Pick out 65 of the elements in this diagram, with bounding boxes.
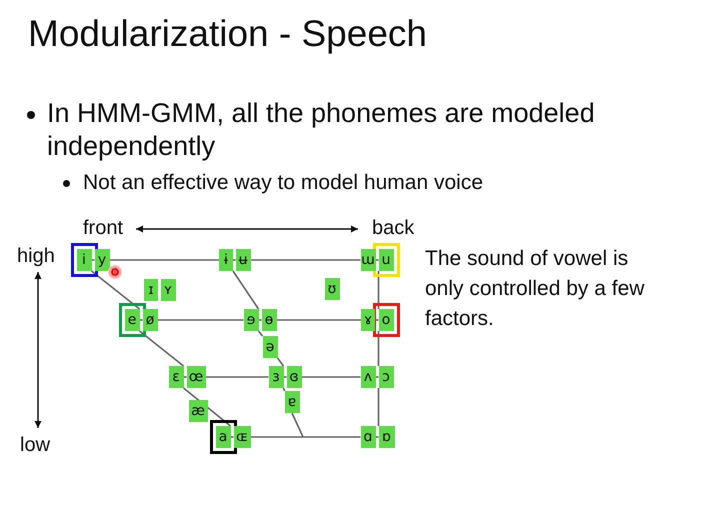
chart-line — [378, 388, 380, 426]
chart-line — [250, 436, 360, 438]
chart-line — [140, 319, 142, 321]
axis-label: high — [17, 244, 55, 268]
bullet-text: In HMM-GMM, all the phonemes are modeled independently — [47, 97, 596, 163]
chart-line — [139, 330, 184, 367]
vowel-tile: i — [76, 249, 92, 271]
chart-line — [376, 376, 378, 378]
chart-line — [206, 376, 268, 378]
chart-line — [276, 358, 284, 366]
vowel-tile: e — [124, 309, 140, 331]
vowel-tile: ʌ — [360, 366, 376, 388]
chart-line — [233, 259, 236, 261]
vowel-tile: y — [94, 249, 110, 271]
vowel-tile: œ — [186, 366, 206, 388]
vowel-tile: ʊ — [324, 278, 340, 300]
axis-label: low — [20, 433, 50, 457]
chart-line — [91, 270, 140, 310]
vowel-tile: æ — [188, 400, 208, 422]
vowel-tile: ʉ — [236, 249, 250, 271]
vowel-tile: ə — [262, 336, 278, 358]
vowel-tile: ɯ — [360, 249, 376, 271]
vowel-tile: ɐ — [284, 391, 300, 413]
chart-line — [250, 259, 360, 261]
vowel-tile: ɵ — [262, 309, 276, 331]
note-text: The sound of vowel is only controlled by a few factors. — [425, 246, 646, 332]
vowel-tile: u — [378, 249, 394, 271]
chart-line — [276, 319, 361, 321]
vowel-tile: ɑ — [360, 426, 376, 448]
chart-line — [258, 330, 264, 336]
bullet-text: Not an effective way to model human voice — [83, 170, 483, 196]
vowel-tile: a — [216, 426, 230, 448]
vowel-tile: ɛ — [168, 366, 184, 388]
vowel-tile: ɔ — [378, 366, 394, 388]
vowel-tile: ɪ — [144, 279, 158, 301]
chart-line — [378, 271, 380, 309]
vowel-tile: ɞ — [286, 366, 302, 388]
chart-line — [378, 331, 380, 366]
chart-line — [291, 412, 304, 438]
chart-line — [230, 436, 234, 438]
chart-line — [376, 436, 378, 438]
vowel-tile: ɒ — [378, 426, 394, 448]
chart-line — [158, 319, 244, 321]
vowel-tile: ʏ — [160, 279, 176, 301]
vowel-tile: ɜ — [268, 366, 284, 388]
vowel-tile: ɘ — [244, 309, 258, 331]
vowel-tile: ø — [142, 309, 158, 331]
chart-line — [375, 319, 378, 321]
chart-line — [232, 270, 260, 310]
vowel-tile: o — [378, 309, 394, 331]
vowel-tile: ɤ — [361, 309, 375, 331]
vowel-tile: ɶ — [234, 426, 250, 448]
chart-line — [282, 388, 286, 392]
chart-line — [184, 376, 186, 378]
slide-title: Modularization - Speech — [28, 12, 427, 56]
chart-line — [183, 387, 231, 427]
vowel-tile: ɨ — [219, 249, 233, 271]
chart-line — [284, 376, 286, 378]
axis-label: front — [83, 216, 124, 240]
axis-label: back — [372, 216, 414, 240]
chart-line — [302, 376, 360, 378]
chart-line — [258, 319, 262, 321]
chart-line — [110, 259, 219, 261]
chart-line — [92, 259, 94, 261]
chart-line — [376, 259, 378, 261]
